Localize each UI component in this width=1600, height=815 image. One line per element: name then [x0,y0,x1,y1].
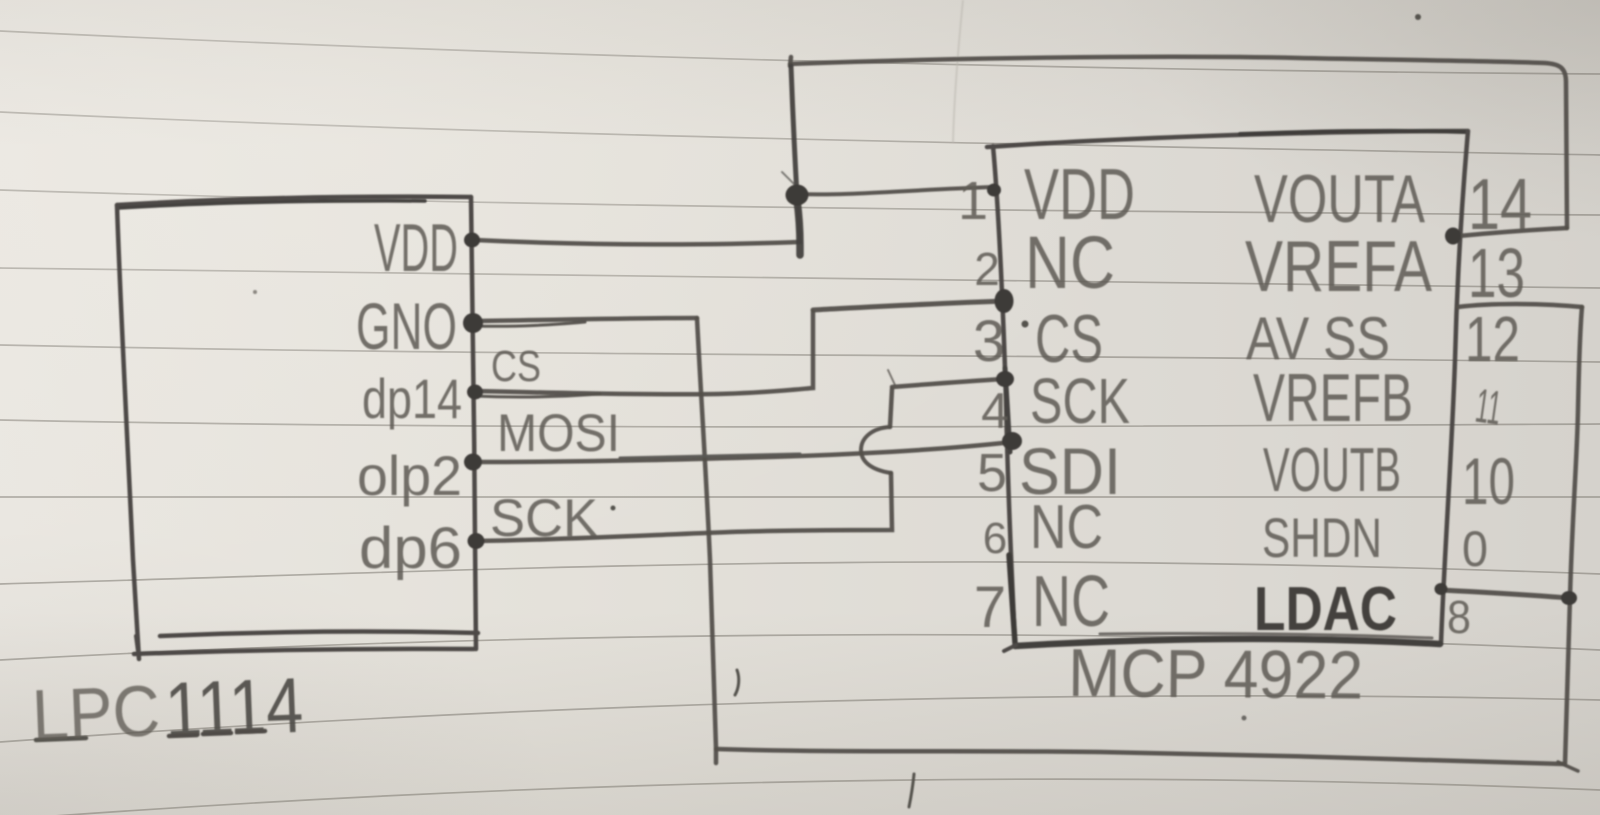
svg-text:VREFB: VREFB [1253,360,1413,436]
svg-text:6: 6 [983,514,1007,563]
svg-text:1: 1 [958,171,988,231]
svg-text:MOSI: MOSI [497,404,620,463]
svg-text:olp2: olp2 [357,444,462,507]
svg-text:VOUTB: VOUTB [1263,436,1401,505]
svg-text:7: 7 [974,575,1006,640]
svg-text:VDD: VDD [374,210,458,286]
svg-text:dp6: dp6 [359,516,462,581]
svg-text:8: 8 [1447,591,1471,643]
svg-text:13: 13 [1468,234,1525,312]
svg-text:4: 4 [981,383,1009,439]
svg-text:14: 14 [1468,165,1532,245]
svg-text:dp14: dp14 [362,367,462,430]
svg-text:5: 5 [977,443,1007,503]
svg-text:VDD: VDD [1024,155,1135,235]
svg-text:SHDN: SHDN [1262,506,1382,569]
svg-text:AV SS: AV SS [1246,305,1390,372]
svg-text:LPC: LPC [31,671,162,756]
svg-text:SCK: SCK [1030,365,1130,437]
svg-text:0: 0 [1462,521,1488,577]
svg-text:CS: CS [491,342,541,391]
svg-text:12: 12 [1465,303,1520,375]
svg-text:10: 10 [1462,444,1515,518]
svg-text:LDAC: LDAC [1254,575,1397,644]
svg-text:NC: NC [1032,562,1110,642]
svg-text:SCK: SCK [490,489,598,548]
svg-text:GNO: GNO [356,289,457,363]
svg-text:3: 3 [973,309,1005,374]
svg-text:2: 2 [974,243,1000,295]
svg-text:MCP 4922: MCP 4922 [1068,635,1364,714]
svg-text:NC: NC [1030,493,1103,562]
svg-text:CS: CS [1035,301,1103,377]
svg-text:1114: 1114 [163,661,304,754]
svg-text:VREFA: VREFA [1245,227,1432,307]
svg-text:NC: NC [1025,221,1115,304]
svg-text:VOUTA: VOUTA [1254,161,1425,237]
svg-text:SDI: SDI [1019,434,1121,508]
